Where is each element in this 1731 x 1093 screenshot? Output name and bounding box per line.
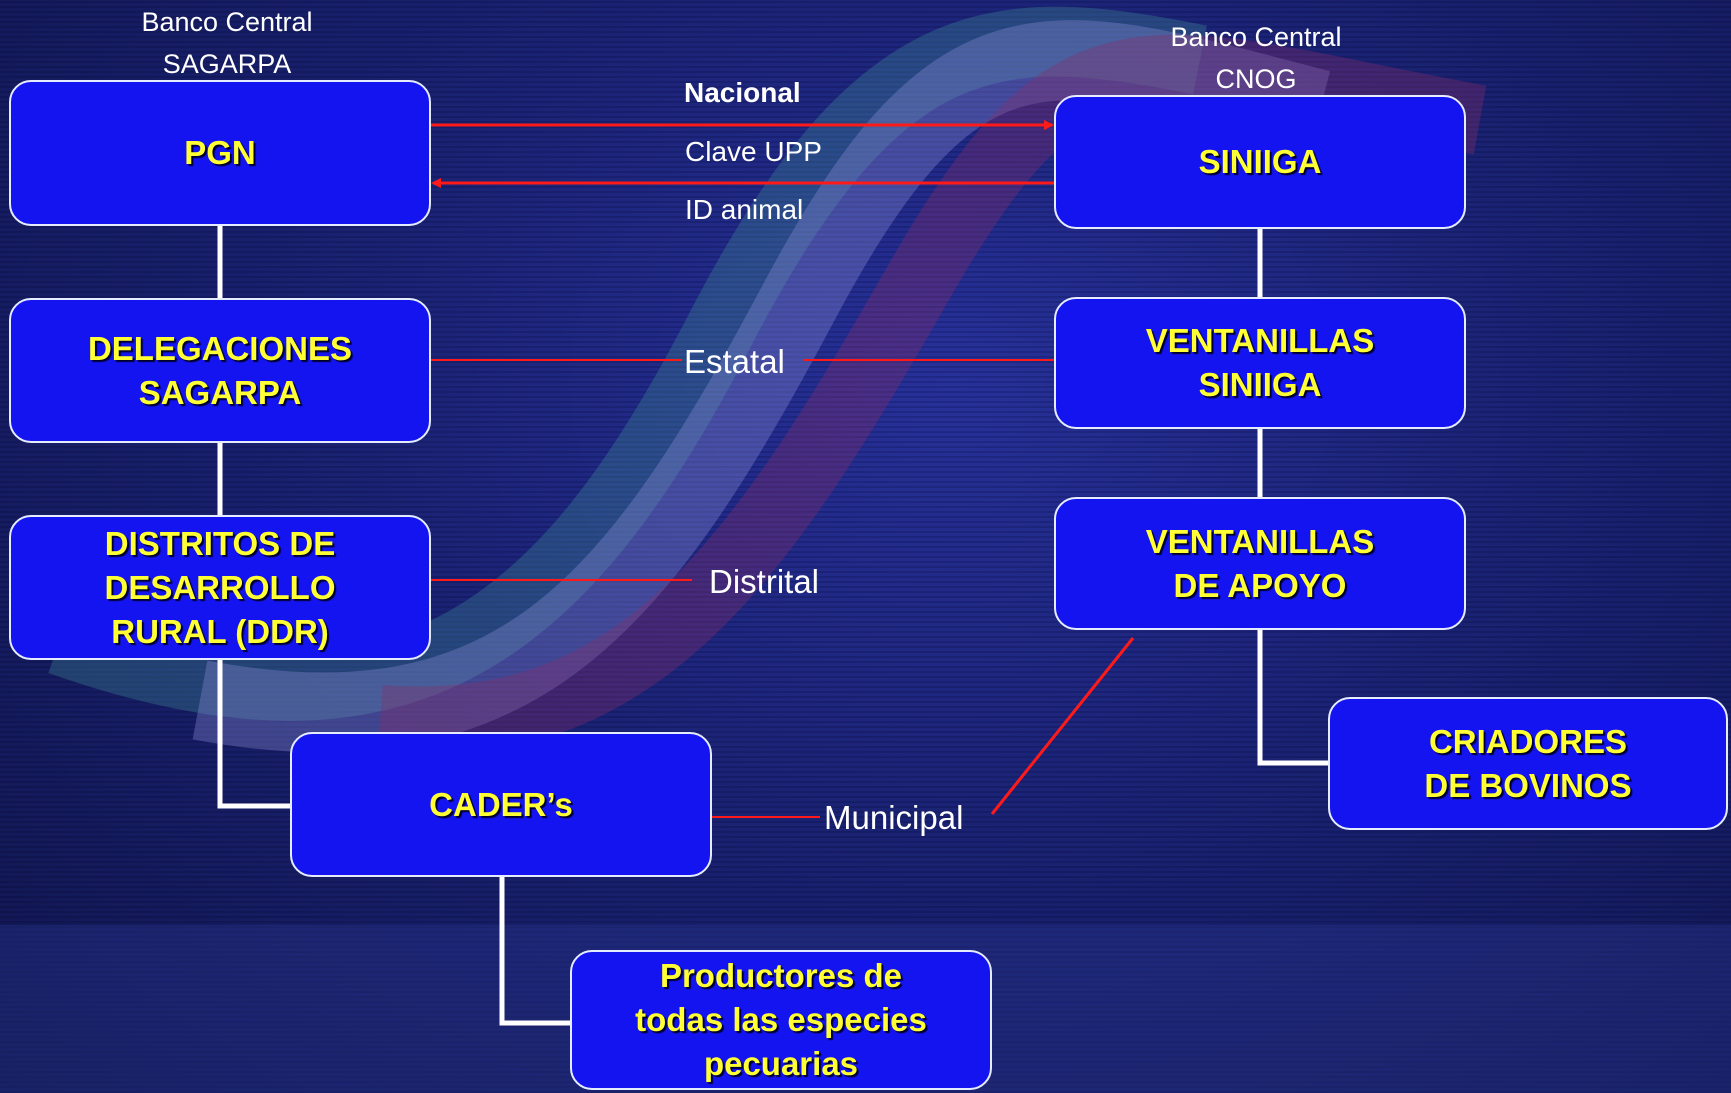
label-municipal: Municipal xyxy=(824,799,964,836)
header-right: Banco Central CNOG xyxy=(1106,16,1406,100)
connector-cader-productores xyxy=(499,877,572,1026)
node-ventanillas-siniiga: VENTANILLAS SINIIGA xyxy=(1054,297,1466,429)
node-ventanillas-apoyo: VENTANILLAS DE APOYO xyxy=(1054,497,1466,630)
header-left-line2: SAGARPA xyxy=(162,49,292,79)
label-estatal: Estatal xyxy=(684,343,785,380)
label-clave-upp: Clave UPP xyxy=(685,136,822,167)
header-right-line1: Banco Central xyxy=(1170,22,1342,52)
node-productores: Productores de todas las especies pecuar… xyxy=(570,950,992,1090)
connector-apoyo-criadores xyxy=(1257,630,1330,766)
label-distrital: Distrital xyxy=(709,563,820,600)
node-criadores: CRIADORES DE BOVINOS xyxy=(1328,697,1728,830)
header-left-line1: Banco Central xyxy=(141,7,313,37)
node-delegaciones-sagarpa: DELEGACIONES SAGARPA xyxy=(9,298,431,443)
label-id-animal: ID animal xyxy=(685,194,804,225)
node-cader: CADER’s xyxy=(290,732,712,877)
connector-ddr-cader xyxy=(217,660,292,809)
label-nacional: Nacional xyxy=(684,77,801,108)
node-ddr: DISTRITOS DE DESARROLLO RURAL (DDR) xyxy=(9,515,431,660)
node-siniiga: SINIIGA xyxy=(1054,95,1466,229)
header-right-line2: CNOG xyxy=(1215,64,1297,94)
header-left: Banco Central SAGARPA xyxy=(77,1,377,85)
line-municipal-diagonal xyxy=(990,637,1135,815)
node-pgn: PGN xyxy=(9,80,431,226)
